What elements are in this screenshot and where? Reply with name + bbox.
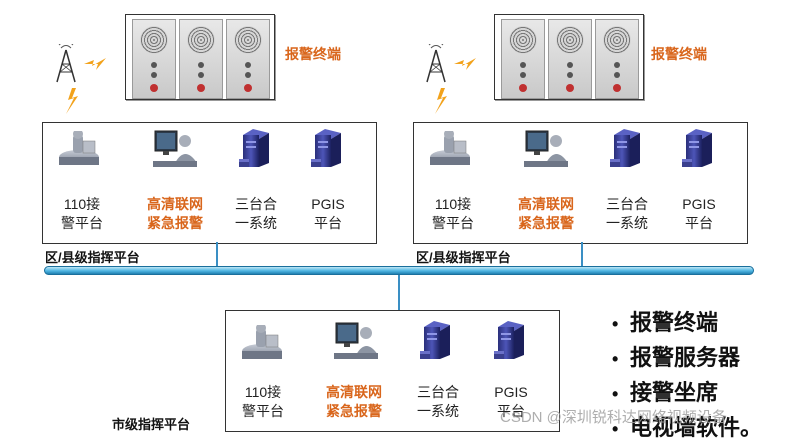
connector-line — [398, 274, 400, 310]
radio-tower-icon — [426, 44, 446, 83]
platform-title: 区/县级指挥平台 — [416, 250, 511, 265]
connector-line — [581, 242, 583, 268]
alarm-terminal-panel — [548, 19, 592, 99]
monitor-operator-icon — [153, 130, 198, 168]
item-110-platform: 110接警平台 — [432, 196, 474, 231]
alarm-terminal-panel — [595, 19, 639, 99]
item-three-in-one-system: 三台合一系统 — [417, 384, 459, 419]
item-110-platform: 110接警平台 — [242, 384, 284, 419]
list-item: 接警坐席 — [612, 376, 762, 411]
terminal-label: 报警终端 — [285, 46, 341, 62]
monitor-operator-icon — [524, 130, 569, 168]
server-tower-icon — [311, 129, 341, 167]
server-tower-icon — [610, 129, 640, 167]
item-hd-emergency-alarm: 高清联网紧急报警 — [326, 384, 382, 419]
operator-desk-icon — [429, 131, 471, 166]
item-110-platform: 110接警平台 — [61, 196, 103, 231]
item-hd-emergency-alarm: 高清联网紧急报警 — [518, 196, 574, 231]
network-bus — [44, 266, 754, 275]
watermark: CSDN @深圳锐科达网络视频设备 — [500, 409, 727, 426]
alarm-terminal-panel — [132, 19, 176, 99]
server-tower-icon — [682, 129, 712, 167]
item-three-in-one-system: 三台合一系统 — [606, 196, 648, 231]
alarm-terminal-panel — [226, 19, 270, 99]
list-item: 电视墙软件。 — [612, 411, 762, 446]
lightning-icon — [84, 58, 106, 70]
alarm-terminal-panel — [179, 19, 223, 99]
list-item: 报警服务器 — [612, 341, 762, 376]
radio-tower-icon — [56, 44, 76, 83]
platform-title: 区/县级指挥平台 — [45, 250, 140, 265]
connector-line — [216, 242, 218, 268]
server-tower-icon — [239, 129, 269, 167]
monitor-operator-icon — [334, 322, 379, 360]
server-tower-icon — [494, 321, 524, 359]
terminal-label: 报警终端 — [651, 46, 707, 62]
server-tower-icon — [420, 321, 450, 359]
operator-desk-icon — [241, 325, 283, 360]
component-list: 报警终端 报警服务器 接警坐席 电视墙软件。 — [612, 306, 762, 446]
operator-desk-icon — [58, 131, 100, 166]
item-hd-emergency-alarm: 高清联网紧急报警 — [147, 196, 203, 231]
alarm-terminal-group-left — [125, 14, 275, 100]
alarm-terminal-panel — [501, 19, 545, 99]
lightning-icon — [435, 88, 447, 114]
lightning-icon — [454, 58, 476, 70]
item-three-in-one-system: 三台合一系统 — [235, 196, 277, 231]
platform-title: 市级指挥平台 — [112, 417, 191, 432]
list-item: 报警终端 — [612, 306, 762, 341]
lightning-icon — [66, 88, 78, 114]
alarm-terminal-group-right — [494, 14, 644, 100]
